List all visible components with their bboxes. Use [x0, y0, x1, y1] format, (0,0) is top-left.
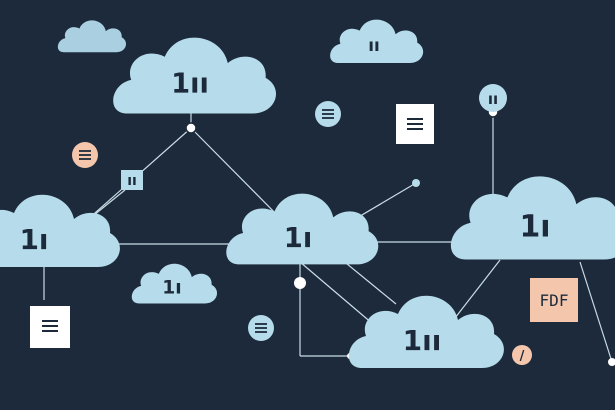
peach-mark-badge: / [512, 345, 532, 365]
connector-line [579, 261, 613, 363]
connector-line [454, 259, 501, 319]
circle-menu-top [315, 101, 341, 127]
cloud-mark: 1ı [519, 210, 550, 245]
circle-badge [479, 84, 507, 112]
pdf-badge: FDF [530, 278, 578, 322]
pdf-file-icon [530, 278, 578, 322]
cloud-mark: 1ı [162, 278, 181, 299]
chip-icon [121, 170, 143, 190]
document-top [396, 104, 434, 144]
connector-dot-icon [412, 179, 420, 187]
connector-line [299, 261, 381, 331]
cloud-mark: 1ı [284, 223, 313, 254]
cloud-right: 1ı [450, 176, 615, 260]
cloud-left: 1ı [0, 194, 120, 267]
cloud-top-right-small: ıı [330, 19, 424, 63]
menu-lines-icon [79, 150, 91, 160]
circle-mark-badge: ıı [479, 84, 507, 112]
circle-menu-peach [72, 142, 98, 168]
circle-mark: ıı [488, 90, 498, 108]
circle-menu-bottom [248, 315, 274, 341]
peach-mark: / [520, 349, 525, 364]
cloud-mark: 1ıı [171, 69, 209, 100]
connector-dot-icon [608, 358, 615, 366]
document-left [30, 306, 70, 348]
circle-badge [512, 345, 532, 365]
chip-badge: ıı [121, 170, 143, 190]
cloud-mark: 1ıı [403, 324, 442, 357]
menu-lines-icon [42, 320, 58, 332]
cloud-top-center: 1ıı [113, 37, 277, 114]
menu-lines-icon [407, 118, 423, 130]
cloud-center: 1ı [226, 193, 379, 265]
cloud-mark: 1ı [19, 223, 48, 256]
cloud-bottom-center: 1ıı [348, 295, 504, 368]
connector-dot-icon [294, 277, 306, 289]
menu-lines-icon [255, 323, 267, 333]
menu-lines-icon [322, 109, 334, 119]
cloud-mark: ıı [368, 35, 380, 55]
cloud-mid-small: 1ı [131, 263, 218, 304]
pdf-label: FDF [540, 291, 569, 310]
connector-dot-icon [185, 122, 197, 134]
chip-mark: ıı [127, 173, 137, 189]
